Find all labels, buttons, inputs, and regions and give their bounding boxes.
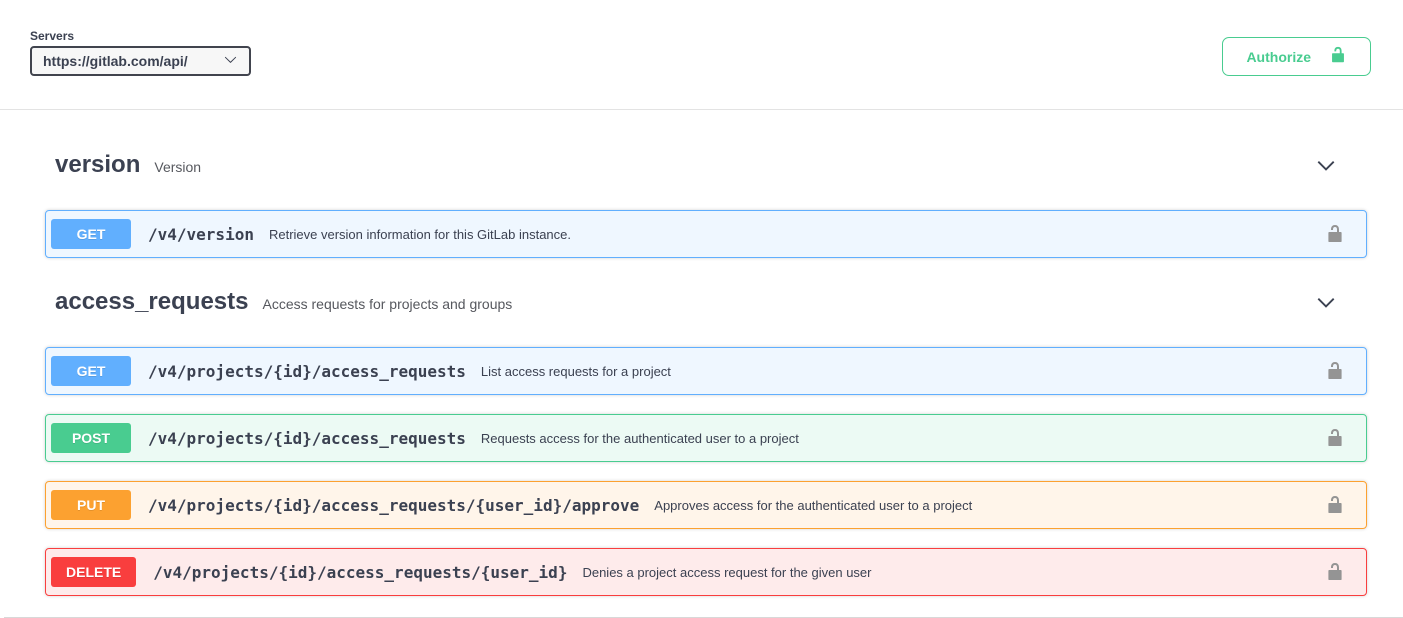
chevron-down-icon: [1315, 298, 1337, 316]
servers-selected-value: https://gitlab.com/api/: [43, 53, 188, 69]
collapse-section-button[interactable]: [1311, 287, 1341, 317]
opblock-put-access-requests-approve[interactable]: PUT /v4/projects/{id}/access_requests/{u…: [45, 481, 1367, 529]
tag-title: access_requests: [55, 288, 249, 315]
chevron-down-icon: [224, 53, 237, 69]
collapse-section-button[interactable]: [1311, 150, 1341, 180]
auth-lock-button[interactable]: [1323, 426, 1347, 450]
operation-path: /v4/projects/{id}/access_requests: [148, 428, 466, 448]
opblock-delete-access-requests[interactable]: DELETE /v4/projects/{id}/access_requests…: [45, 548, 1367, 596]
method-badge: GET: [51, 219, 131, 249]
unlock-icon: [1325, 429, 1345, 451]
operation-path: /v4/projects/{id}/access_requests/{user_…: [148, 495, 640, 515]
authorize-button[interactable]: Authorize: [1222, 37, 1371, 76]
servers-select[interactable]: https://gitlab.com/api/: [30, 46, 251, 76]
unlock-icon: [1329, 46, 1347, 67]
operation-path: /v4/version: [148, 224, 254, 244]
unlock-icon: [1325, 563, 1345, 585]
chevron-down-icon: [1315, 161, 1337, 179]
opblock-get-access-requests[interactable]: GET /v4/projects/{id}/access_requests Li…: [45, 347, 1367, 395]
operation-path: /v4/projects/{id}/access_requests/{user_…: [153, 562, 568, 582]
auth-lock-button[interactable]: [1323, 493, 1347, 517]
scheme-container: Servers https://gitlab.com/api/ Authoriz…: [0, 0, 1403, 110]
opblock-get-version[interactable]: GET /v4/version Retrieve version informa…: [45, 210, 1367, 258]
tag-title-wrap: access_requests Access requests for proje…: [55, 288, 512, 316]
unlock-icon: [1325, 225, 1345, 247]
opblock-post-access-requests[interactable]: POST /v4/projects/{id}/access_requests R…: [45, 414, 1367, 462]
method-badge: GET: [51, 356, 131, 386]
unlock-icon: [1325, 362, 1345, 384]
auth-lock-button[interactable]: [1323, 222, 1347, 246]
tag-description: Access requests for projects and groups: [262, 296, 513, 312]
operation-summary: Retrieve version information for this Gi…: [268, 226, 571, 242]
method-badge: DELETE: [51, 557, 137, 587]
tag-description: Version: [154, 159, 202, 175]
auth-lock-button[interactable]: [1323, 560, 1347, 584]
method-badge: POST: [51, 423, 131, 453]
servers-block: Servers https://gitlab.com/api/: [30, 29, 251, 76]
tag-section-access-requests: access_requests Access requests for proje…: [45, 277, 1367, 596]
tag-header-access-requests[interactable]: access_requests Access requests for proje…: [45, 277, 1367, 327]
operation-path: /v4/projects/{id}/access_requests: [148, 361, 466, 381]
servers-label: Servers: [30, 29, 75, 43]
tag-title-wrap: version Version: [55, 151, 201, 179]
operation-summary: Approves access for the authenticated us…: [654, 497, 973, 513]
unlock-icon: [1325, 496, 1345, 518]
api-operations: version Version GET /v4/version Retrieve …: [0, 110, 1403, 596]
authorize-label: Authorize: [1246, 48, 1311, 65]
tag-title: version: [55, 151, 141, 178]
tag-section-version: version Version GET /v4/version Retrieve …: [45, 140, 1367, 258]
tag-header-version[interactable]: version Version: [45, 140, 1367, 190]
operation-summary: List access requests for a project: [480, 363, 671, 379]
operation-summary: Requests access for the authenticated us…: [480, 430, 799, 446]
operation-summary: Denies a project access request for the …: [582, 564, 872, 580]
method-badge: PUT: [51, 490, 131, 520]
auth-lock-button[interactable]: [1323, 359, 1347, 383]
